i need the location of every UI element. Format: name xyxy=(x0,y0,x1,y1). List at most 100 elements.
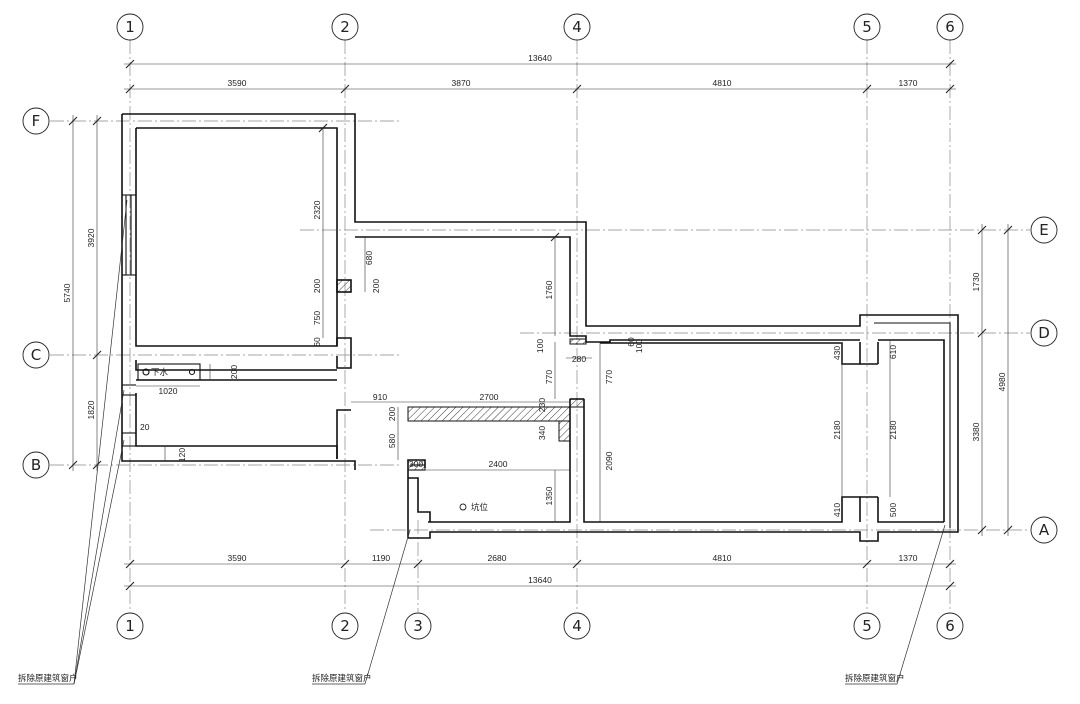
dim-2180-b: 2180 xyxy=(888,420,898,439)
dim-500: 500 xyxy=(888,503,898,517)
svg-text:2: 2 xyxy=(340,18,350,36)
svg-text:F: F xyxy=(32,112,41,130)
axis-bubble-4-top: 4 xyxy=(563,13,591,41)
axis-bubble-1-top: 1 xyxy=(116,13,144,41)
axis-bubble-B: B xyxy=(22,451,50,479)
dim-1760: 1760 xyxy=(544,280,554,299)
svg-text:6: 6 xyxy=(945,617,955,635)
dim-200-b: 200 xyxy=(371,279,381,293)
dim-top-span-2: 3870 xyxy=(452,78,471,88)
dim-bottom-span-4: 4810 xyxy=(713,553,732,563)
axis-bubble-1-bottom: 1 xyxy=(116,612,144,640)
dim-2090: 2090 xyxy=(604,451,614,470)
dim-left-inner-2: 1820 xyxy=(86,400,96,419)
dim-580: 580 xyxy=(387,434,397,448)
pit-label: 坑位 xyxy=(471,502,489,513)
dim-right-inner-2: 3380 xyxy=(971,422,981,441)
dim-2320: 2320 xyxy=(312,200,322,219)
interior-dimensions: 2320 680 200 200 750 60 1020 200 20 120 … xyxy=(136,123,898,522)
dim-bottom-span-5: 1370 xyxy=(899,553,918,563)
svg-text:3: 3 xyxy=(413,617,423,635)
dim-bottom-total: 13640 xyxy=(528,575,552,585)
dimension-right: 1730 3380 4980 xyxy=(971,224,1013,536)
dim-2400: 2400 xyxy=(489,459,508,469)
dim-2700: 2700 xyxy=(480,392,499,402)
dim-2180-a: 2180 xyxy=(832,420,842,439)
svg-text:4: 4 xyxy=(572,617,582,635)
note-remove-window-left: 拆除原建筑窗户 xyxy=(18,673,78,684)
dim-1020: 1020 xyxy=(159,386,178,396)
svg-text:1: 1 xyxy=(125,18,135,36)
dim-top-span-3: 4810 xyxy=(713,78,732,88)
dim-bottom-span-1: 3590 xyxy=(228,553,247,563)
svg-text:5: 5 xyxy=(862,18,872,36)
axis-bubbles-right: E D A xyxy=(1030,216,1058,544)
axis-bubbles-left: F C B xyxy=(22,107,50,479)
dim-60-b: 60 xyxy=(626,337,636,347)
dim-610: 610 xyxy=(888,345,898,359)
dim-20: 20 xyxy=(140,422,150,432)
hatched-walls xyxy=(336,279,587,471)
dim-770-b: 770 xyxy=(604,370,614,384)
dim-bottom-span-3: 2680 xyxy=(488,553,507,563)
dim-200-c: 200 xyxy=(229,365,239,379)
axis-bubble-4-bottom: 4 xyxy=(563,612,591,640)
dim-340: 340 xyxy=(537,426,547,440)
axis-bubble-2-top: 2 xyxy=(331,13,359,41)
note-remove-window-mid: 拆除原建筑窗户 xyxy=(312,673,372,684)
dim-100-b: 100 xyxy=(634,339,644,353)
svg-text:5: 5 xyxy=(862,617,872,635)
dim-top-span-1: 3590 xyxy=(228,78,247,88)
dim-280: 280 xyxy=(572,354,586,364)
toilet-pit: 坑位 xyxy=(459,502,489,513)
dim-120: 120 xyxy=(177,448,187,462)
axis-bubble-6-top: 6 xyxy=(936,13,964,41)
axis-bubble-5-top: 5 xyxy=(853,13,881,41)
dimension-bottom: 3590 1190 2680 4810 1370 13640 xyxy=(124,553,956,591)
dim-200-a: 200 xyxy=(312,279,322,293)
svg-text:A: A xyxy=(1039,521,1050,539)
sink-label: 下水 xyxy=(151,367,169,378)
svg-text:4: 4 xyxy=(572,18,582,36)
svg-text:2: 2 xyxy=(340,617,350,635)
axis-bubble-D: D xyxy=(1030,319,1058,347)
svg-text:D: D xyxy=(1038,324,1050,342)
axis-bubble-5-bottom: 5 xyxy=(853,612,881,640)
dim-left-outer: 5740 xyxy=(62,283,72,302)
dim-100-a: 100 xyxy=(535,339,545,353)
axis-bubble-E: E xyxy=(1030,216,1058,244)
dim-430: 430 xyxy=(832,346,842,360)
svg-text:E: E xyxy=(1039,221,1048,239)
svg-text:6: 6 xyxy=(945,18,955,36)
dim-top-span-4: 1370 xyxy=(899,78,918,88)
axis-bubbles-top: 1 2 4 5 6 xyxy=(116,13,964,41)
dim-770-a: 770 xyxy=(544,370,554,384)
dim-680: 680 xyxy=(364,251,374,265)
dim-750: 750 xyxy=(312,311,322,325)
dim-300: 300 xyxy=(409,459,423,469)
dim-60-a: 60 xyxy=(312,337,322,347)
axis-bubble-C: C xyxy=(22,341,50,369)
dim-200-d: 200 xyxy=(387,407,397,421)
note-remove-window-right: 拆除原建筑窗户 xyxy=(845,673,905,684)
dimension-left: 5740 3920 1820 xyxy=(62,115,102,471)
axis-bubble-2-bottom: 2 xyxy=(331,612,359,640)
svg-text:C: C xyxy=(31,346,41,364)
dim-910: 910 xyxy=(373,392,387,402)
axis-lines xyxy=(50,40,1030,612)
dim-left-inner-1: 3920 xyxy=(86,228,96,247)
svg-text:B: B xyxy=(31,456,41,474)
axis-bubble-F: F xyxy=(22,107,50,135)
dim-410: 410 xyxy=(832,503,842,517)
axis-bubble-6-bottom: 6 xyxy=(936,612,964,640)
sink-fixture: 下水 xyxy=(137,363,201,381)
axis-bubble-A: A xyxy=(1030,516,1058,544)
dim-right-outer: 4980 xyxy=(997,372,1007,391)
dim-top-total: 13640 xyxy=(528,53,552,63)
svg-text:1: 1 xyxy=(125,617,135,635)
walls xyxy=(121,113,959,542)
dim-1350: 1350 xyxy=(544,486,554,505)
leader-notes: 拆除原建筑窗户 拆除原建筑窗户 拆除原建筑窗户 xyxy=(18,199,946,685)
axis-bubbles-bottom: 1 2 3 4 5 6 xyxy=(116,612,964,640)
